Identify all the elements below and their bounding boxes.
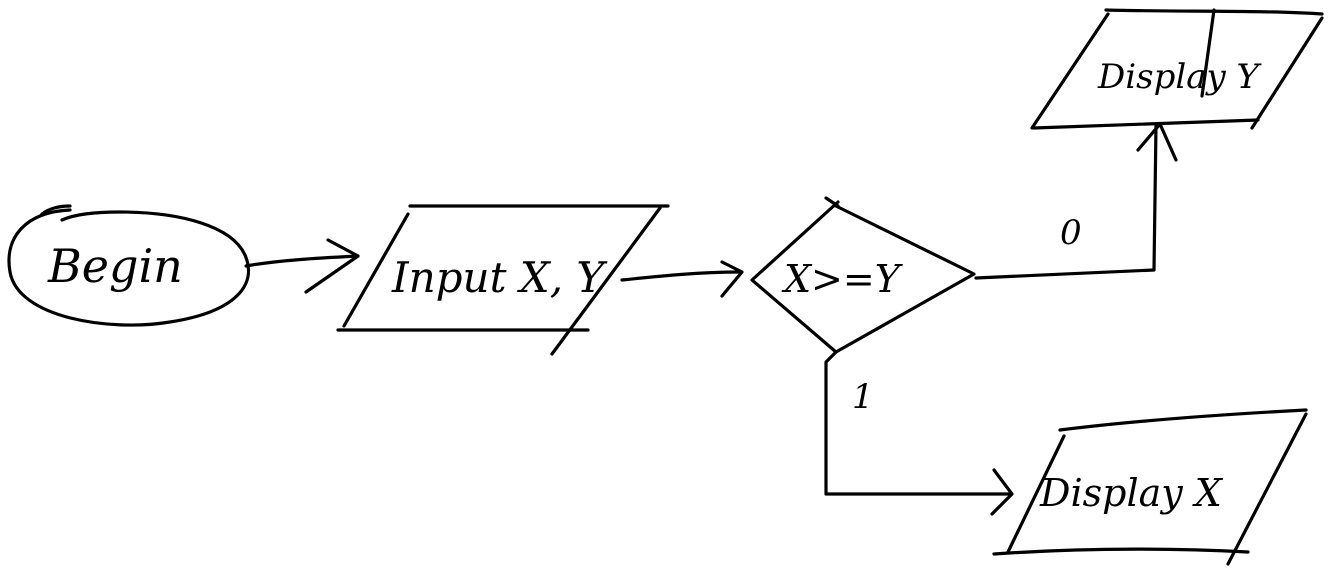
edge-begin-to-input: [244, 238, 360, 294]
edge-label-0: 0: [1060, 213, 1082, 253]
input-node: Input X, Y: [336, 204, 670, 356]
decision-label: X>=Y: [781, 257, 904, 301]
display-x-node: Display X: [992, 408, 1308, 566]
decision-node: X>=Y: [750, 196, 976, 354]
display-x-label: Display X: [1039, 471, 1224, 515]
input-label: Input X, Y: [391, 253, 608, 302]
display-y-node: Display Y: [1030, 8, 1324, 130]
display-y-label: Display Y: [1097, 57, 1263, 97]
begin-node: Begin: [7, 204, 251, 327]
edge-decision-false: 0: [974, 122, 1178, 280]
edge-input-to-decision: [620, 260, 744, 298]
edge-decision-true: 1: [824, 350, 1014, 516]
edge-label-1: 1: [852, 377, 874, 417]
begin-label: Begin: [47, 239, 183, 293]
